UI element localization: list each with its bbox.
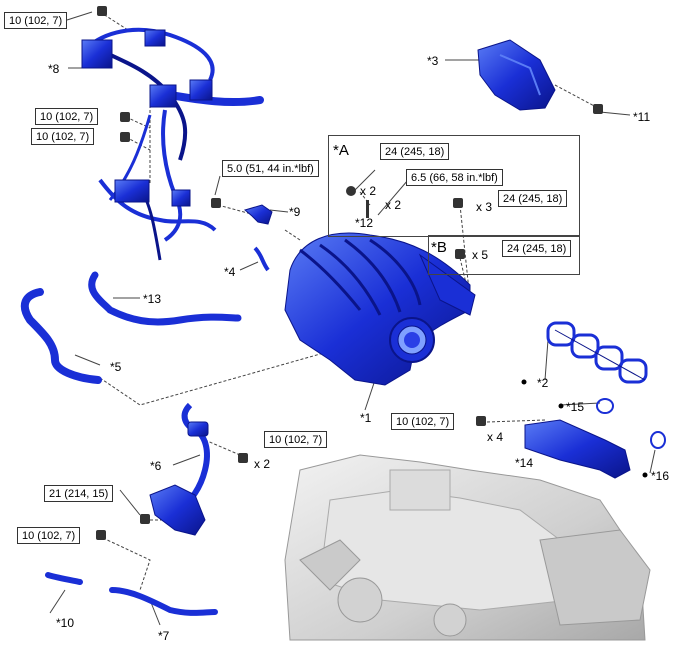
hose-part-5 (20, 288, 102, 384)
torque-spec-box: 24 (245, 18) (498, 190, 568, 207)
quantity-label: x 2 (360, 184, 377, 198)
rail-part-14 (524, 419, 631, 479)
group-b-label: *B (431, 239, 447, 256)
torque-spec-box: 10 (102, 7) (17, 527, 81, 544)
hose-part-10 (45, 572, 83, 585)
hose-part-4 (253, 246, 270, 272)
callout-part-11: *11 (633, 110, 651, 124)
torque-spec-box: 5.0 (51, 44 in.*lbf) (222, 160, 319, 177)
callout-part-10: *10 (56, 616, 75, 630)
callout-part-9: *9 (289, 205, 301, 219)
callout-part-8: *8 (48, 62, 60, 76)
hose-part-13 (88, 271, 242, 326)
callout-part-3: *3 (427, 54, 439, 68)
torque-spec-box: 10 (102, 7) (35, 108, 99, 125)
callout-part-5: *5 (110, 360, 122, 374)
callout-part-7: *7 (158, 629, 170, 643)
engine-block (284, 454, 651, 641)
torque-spec-box: 10 (102, 7) (264, 431, 328, 448)
callout-part-14: *14 (515, 456, 534, 470)
group-b-frame (428, 235, 580, 275)
quantity-label: x 5 (472, 248, 489, 262)
bracket-part-9 (243, 204, 273, 225)
callout-part-16: *16 (651, 469, 670, 483)
torque-spec-box: 24 (245, 18) (380, 143, 450, 160)
callout-part-13: *13 (143, 292, 162, 306)
torque-spec-box: 24 (245, 18) (502, 240, 572, 257)
group-a-frame (328, 135, 580, 237)
callout-part-2: *2 (537, 376, 549, 390)
callout-part-1: *1 (360, 411, 372, 425)
callout-part-12: *12 (355, 216, 374, 230)
torque-spec-box: 10 (102, 7) (31, 128, 95, 145)
callout-part-4: *4 (224, 265, 236, 279)
ring-part-15 (596, 398, 614, 414)
torque-spec-box: 10 (102, 7) (4, 12, 68, 29)
torque-spec-box: 10 (102, 7) (391, 413, 455, 430)
torque-spec-box: 21 (214, 15) (44, 485, 114, 502)
wire-harness-part-8 (81, 27, 264, 261)
gasket-part-2 (546, 321, 648, 384)
quantity-label: x 4 (487, 430, 504, 444)
ring-part-16 (650, 431, 666, 449)
pipe-part-6 (149, 402, 210, 536)
quantity-label: x 2 (254, 457, 271, 471)
bolts (96, 6, 603, 540)
quantity-label: x 2 (385, 198, 402, 212)
hose-part-7 (109, 587, 218, 616)
group-a-label: *A (333, 142, 349, 159)
quantity-label: x 3 (476, 200, 493, 214)
callout-part-15: *15 (566, 400, 585, 414)
torque-spec-box: 6.5 (66, 58 in.*lbf) (406, 169, 503, 186)
callout-part-6: *6 (150, 459, 162, 473)
intake-manifold-part-1 (284, 232, 476, 386)
insulator-part-3 (477, 39, 556, 111)
